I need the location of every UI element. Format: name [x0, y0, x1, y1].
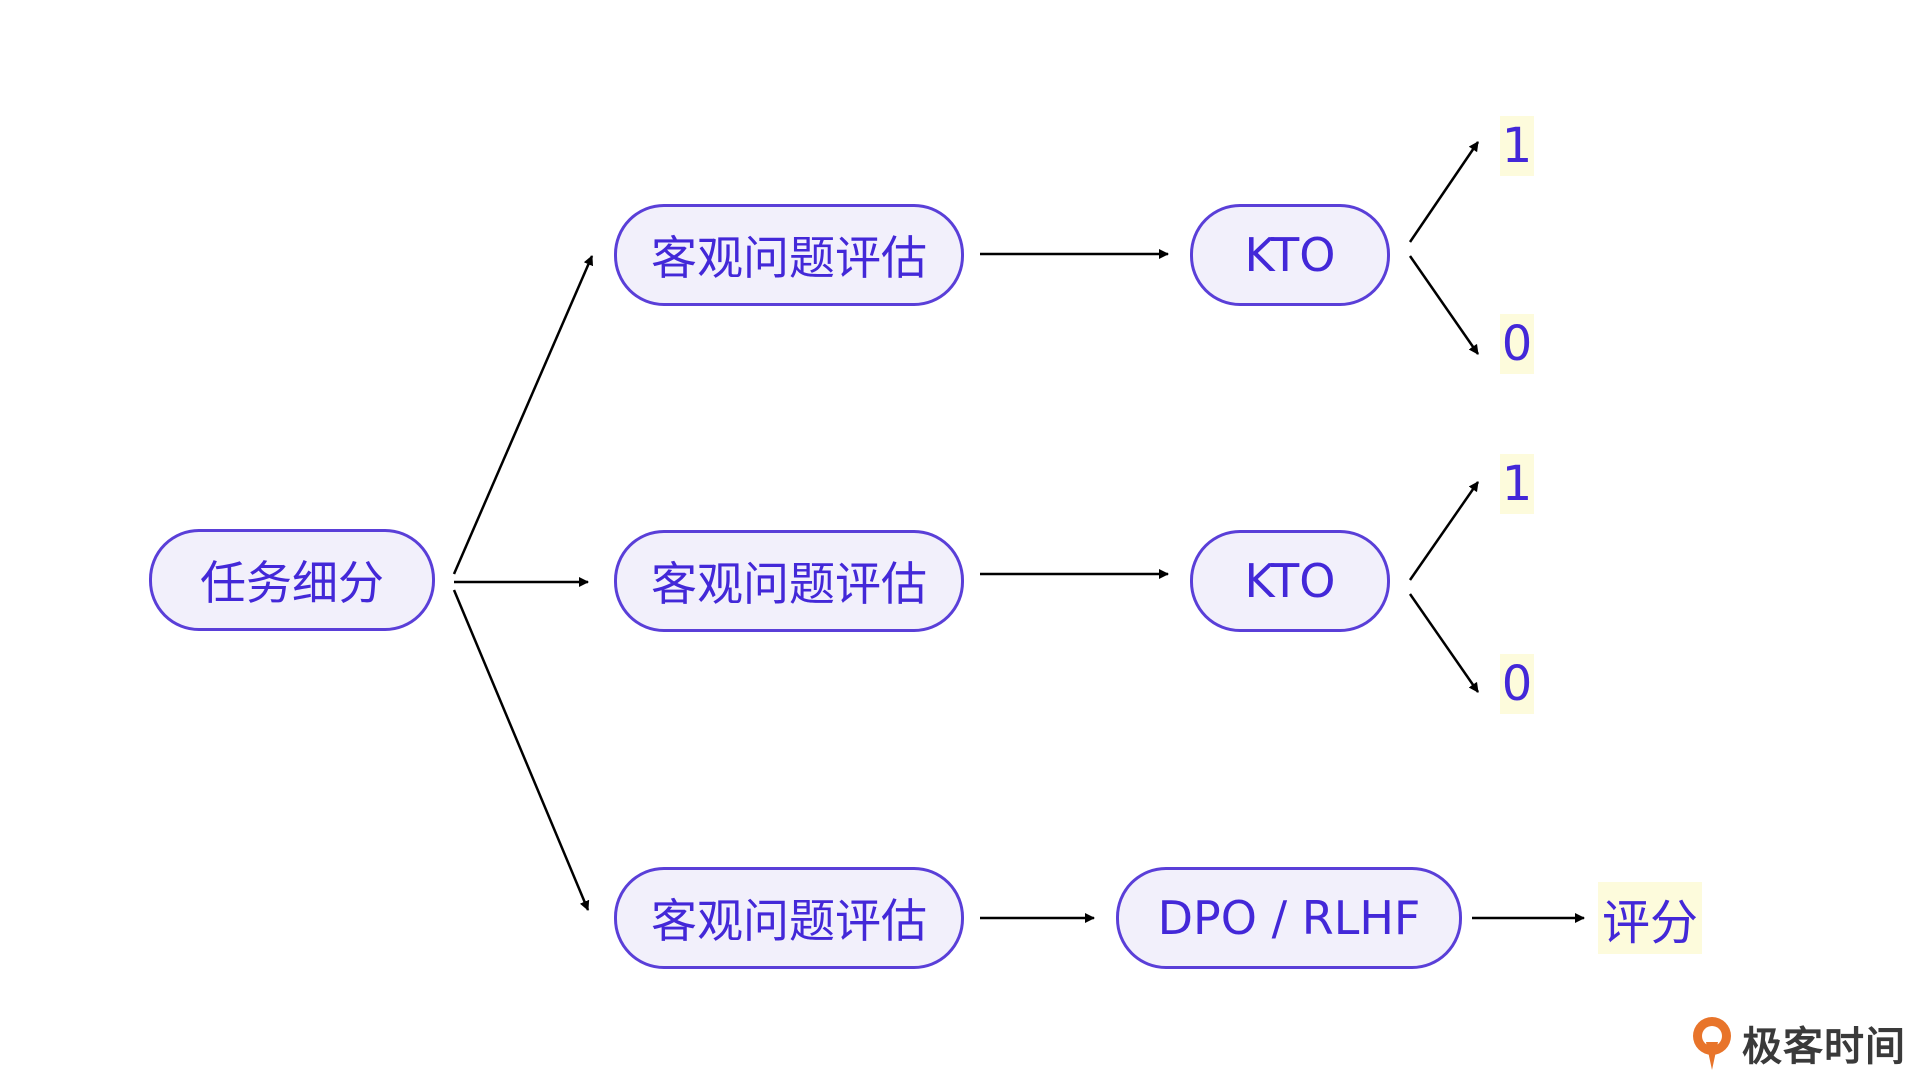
output-score: 评分	[1598, 882, 1702, 954]
output-0-branch-1: 0	[1500, 314, 1534, 374]
method-node-kto-2: KTO	[1190, 530, 1390, 632]
output-0-branch-2: 0	[1500, 654, 1534, 714]
output-1-branch-2: 1	[1500, 454, 1534, 514]
arrow-method-1-to-output-0	[1408, 255, 1480, 355]
eval-node-2: 客观问题评估	[614, 530, 964, 632]
arrow-root-to-eval-3	[452, 589, 590, 911]
root-node: 任务细分	[149, 529, 435, 631]
eval-node-3: 客观问题评估	[614, 867, 964, 969]
logo-text: 极客时间	[1742, 1024, 1906, 1070]
arrow-method-2-to-output-1	[1408, 481, 1480, 581]
method-node-dpo-rlhf: DPO / RLHF	[1116, 867, 1462, 969]
arrow-method-2-to-output-0	[1408, 593, 1480, 693]
eval-node-1: 客观问题评估	[614, 204, 964, 306]
method-node-kto-1: KTO	[1190, 204, 1390, 306]
output-1-branch-1: 1	[1500, 116, 1534, 176]
geektime-logo: 极客时间	[1690, 1012, 1906, 1074]
geektime-logo-icon	[1693, 1017, 1731, 1070]
arrow-root-to-eval-1	[452, 255, 594, 575]
arrow-method-1-to-output-1	[1408, 141, 1480, 243]
